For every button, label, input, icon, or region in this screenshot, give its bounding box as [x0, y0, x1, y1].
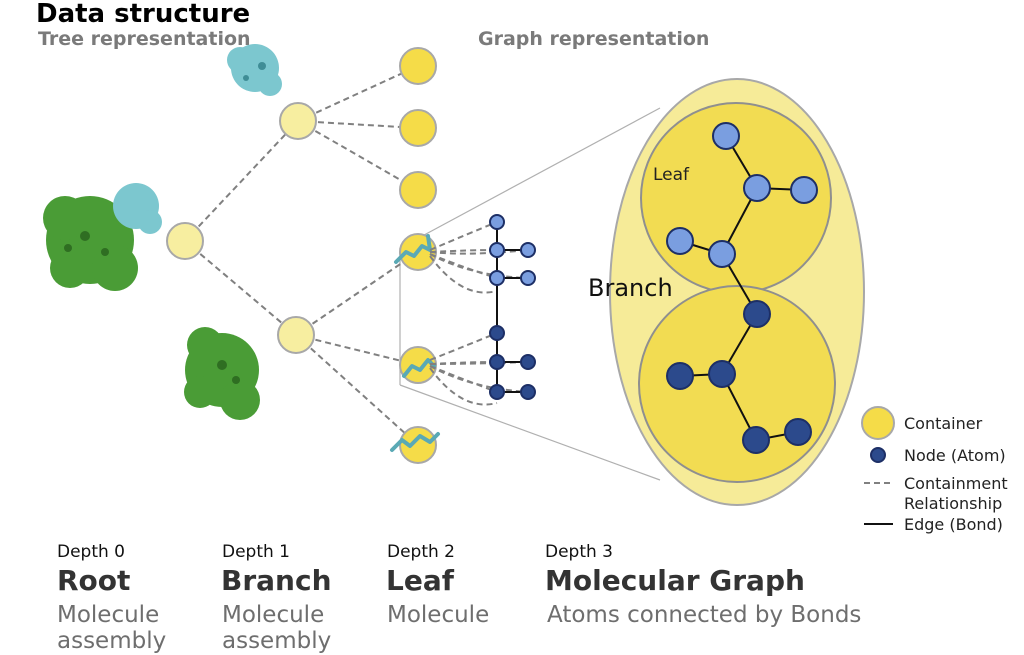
depth-0-name: Root [57, 564, 130, 597]
branch-node-upper [279, 102, 317, 140]
atom [489, 354, 505, 370]
leaf-node-1 [399, 47, 437, 85]
atom [520, 354, 536, 370]
leaf-node-6 [399, 426, 437, 464]
depth-3-caption: Depth 3 Molecular Graph Atoms connected … [545, 542, 861, 628]
graph-representation-label: Graph representation [478, 28, 709, 50]
atom [666, 227, 694, 255]
legend-edge-label: Edge (Bond) [904, 515, 1003, 534]
leaf-node-5 [399, 346, 437, 384]
atom [489, 384, 505, 400]
depth-3-label: Depth 3 [545, 542, 613, 562]
zoom-leaf-label: Leaf [653, 165, 690, 185]
depth-3-name: Molecular Graph [545, 564, 805, 597]
tree-representation-label: Tree representation [38, 28, 251, 50]
atom [784, 418, 812, 446]
atom [708, 360, 736, 388]
zoom-branch-label: Branch [588, 274, 673, 302]
depth-1-desc-line2: assembly [222, 628, 331, 654]
legend-container-label: Container [904, 414, 983, 433]
protein-complex-root-icon [43, 183, 162, 291]
atom [712, 122, 740, 150]
diagram-title: Data structure [36, 0, 250, 29]
protein-structure-bottom-icon [184, 327, 260, 420]
depth-2-caption: Depth 2 Leaf Molecule [386, 542, 489, 628]
legend-node-swatch [870, 447, 886, 463]
atom [489, 242, 505, 258]
atom [790, 176, 818, 204]
depth-2-label: Depth 2 [387, 542, 455, 562]
depth-1-label: Depth 1 [222, 542, 290, 562]
atom [489, 325, 505, 341]
depth-3-desc-line1: Atoms connected by Bonds [547, 602, 861, 628]
protein-structure-top-icon [227, 44, 282, 96]
tree-containment-edges [184, 65, 419, 446]
depth-0-caption: Depth 0 Root Molecule assembly [57, 542, 166, 654]
depth-0-label: Depth 0 [57, 542, 125, 562]
atom [743, 174, 771, 202]
large-molecular-graph [666, 122, 818, 454]
legend-container-swatch [861, 406, 895, 440]
legend-containment-label-2: Relationship [904, 494, 1002, 513]
depth-1-caption: Depth 1 Branch Molecule assembly [221, 542, 332, 654]
atom [742, 426, 770, 454]
depth-2-name: Leaf [386, 564, 455, 597]
atom [520, 270, 536, 286]
atom [743, 300, 771, 328]
atom [666, 362, 694, 390]
molecule-stick-icons [390, 234, 440, 452]
legend-node-label: Node (Atom) [904, 446, 1006, 465]
branch-node-lower [277, 316, 315, 354]
leaf-node-2 [399, 109, 437, 147]
atom [489, 214, 505, 230]
depth-0-desc-line1: Molecule [57, 602, 159, 628]
leaf-node-3 [399, 171, 437, 209]
atom [708, 240, 736, 268]
depth-1-name: Branch [221, 564, 332, 597]
atom [520, 384, 536, 400]
depth-0-desc-line2: assembly [57, 628, 166, 654]
atom [489, 270, 505, 286]
atom [520, 242, 536, 258]
legend: Container Node (Atom) Containment Relati… [861, 406, 1008, 534]
depth-1-desc-line1: Molecule [222, 602, 324, 628]
depth-2-desc-line1: Molecule [387, 602, 489, 628]
legend-containment-label-1: Containment [904, 474, 1008, 493]
root-node [166, 222, 204, 260]
leaf-container-lower-zoom [638, 285, 836, 483]
small-molecular-graph [489, 214, 536, 400]
